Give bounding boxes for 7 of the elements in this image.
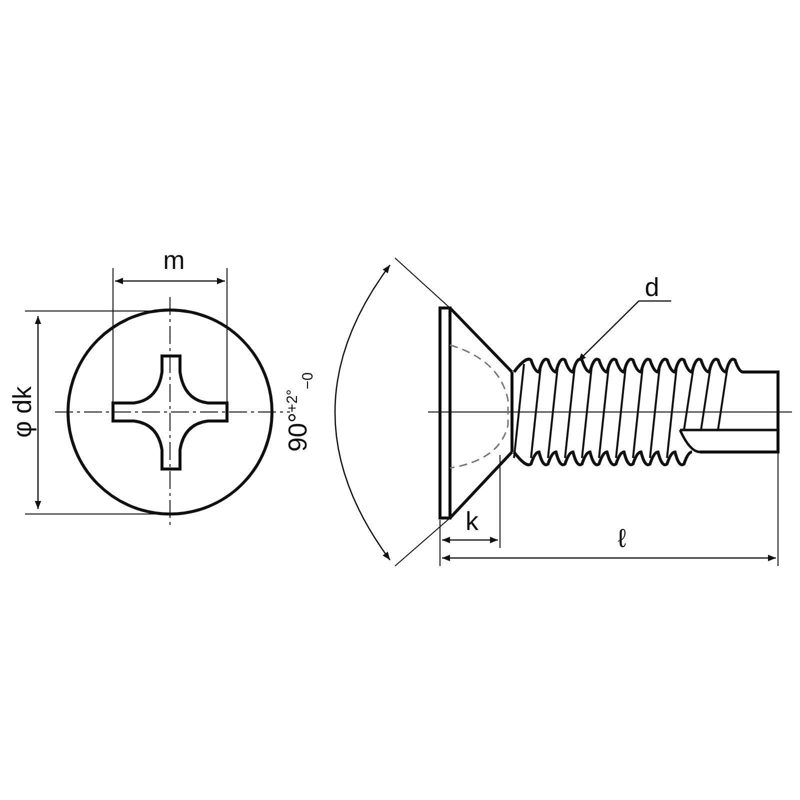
dimension-label: ℓ	[618, 525, 626, 551]
leader-line	[578, 300, 672, 362]
screw-thread-drawing	[512, 358, 780, 466]
dimension-label: m	[163, 247, 185, 273]
dimension-label: φ dk	[9, 386, 35, 438]
dimension-symbol: d	[644, 274, 660, 300]
dimension-label: k	[466, 508, 478, 534]
